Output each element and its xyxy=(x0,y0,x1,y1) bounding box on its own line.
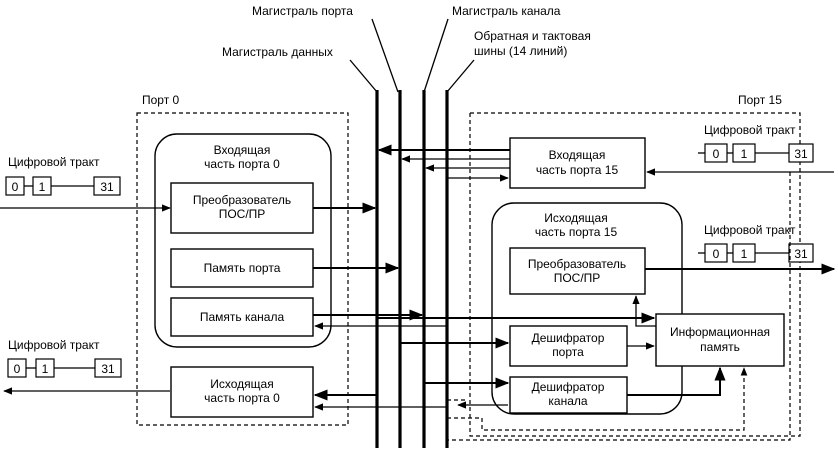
port15-input-tract-cells: 0 1 31 xyxy=(698,143,814,163)
port0-output-part-label-1: Исходящая xyxy=(210,377,273,391)
tract-cell-label: 0 xyxy=(713,147,720,161)
port15-tract-feedback xyxy=(447,172,791,441)
tract-cell-label: 0 xyxy=(14,362,21,376)
port0-output-tract-cells: 0 1 31 xyxy=(7,358,122,378)
port15-channel-decoder-label-2: канала xyxy=(548,394,587,408)
port0-channel-memory-box xyxy=(170,297,314,337)
tract-cell-label: 0 xyxy=(12,180,19,194)
port0-input-tract-cells: 0 1 31 xyxy=(5,176,121,196)
port0-converter-label-2: ПОС/ПР xyxy=(219,207,266,221)
port0-input-part-label-2: часть порта 0 xyxy=(204,157,280,171)
port15-input-tract-label: Цифровой тракт xyxy=(704,123,796,137)
port15-output-part-label-2: часть порта 15 xyxy=(535,225,618,239)
port15-port-decoder-label-1: Дешифратор xyxy=(532,331,605,345)
port0-output-part-label-2: часть порта 0 xyxy=(204,391,280,405)
port15-input-part-label-1: Входящая xyxy=(549,148,606,162)
port0-title: Порт 0 xyxy=(142,93,180,107)
port-bus-leader xyxy=(371,18,399,93)
port0-input-part-frame xyxy=(154,133,332,348)
port15-converter-box xyxy=(509,247,646,295)
tract-cell-label: 31 xyxy=(794,147,808,161)
port15-converter-label-2: ПОС/ПР xyxy=(554,271,601,285)
tract-cell-label: 1 xyxy=(42,362,49,376)
port0-input-tract-label: Цифровой тракт xyxy=(8,155,100,169)
port0-port-memory-box xyxy=(170,248,314,288)
tract-cell-label: 1 xyxy=(741,247,748,261)
port15-channel-decoder-label-1: Дешифратор xyxy=(532,380,605,394)
clock-to-info-memory xyxy=(447,367,748,431)
tract-cell-label: 31 xyxy=(794,247,808,261)
port15-output-tract-cells: 0 1 31 xyxy=(698,243,814,263)
data-bus-leader xyxy=(349,59,378,93)
clock-bus-leader xyxy=(446,59,475,93)
tract-cell-label: 1 xyxy=(39,180,46,194)
port15-output-tract-label: Цифровой тракт xyxy=(704,223,796,237)
port-bus-label: Магистраль порта xyxy=(252,4,353,18)
port0-output-tract-label: Цифровой тракт xyxy=(8,338,100,352)
port0-converter-label-1: Преобразователь xyxy=(193,193,291,207)
port15-port-decoder-box xyxy=(509,325,628,367)
port15-channel-decoder-box xyxy=(509,376,628,414)
tract-cell-label: 31 xyxy=(101,362,115,376)
channel-bus-label: Магистраль канала xyxy=(452,4,561,18)
clock-bus-label-2: шины (14 линий) xyxy=(474,44,567,58)
port15-title: Порт 15 xyxy=(738,93,782,107)
info-memory-to-converter xyxy=(632,295,656,327)
tract-cell-label: 1 xyxy=(741,147,748,161)
port0-input-part-label-1: Входящая xyxy=(214,143,271,157)
data-bus-label: Магистраль данных xyxy=(222,45,333,59)
tract-cell-label: 0 xyxy=(713,247,720,261)
port15-converter-label-1: Преобразователь xyxy=(528,257,626,271)
port15-input-part-box xyxy=(509,137,646,189)
port0-converter-box xyxy=(170,182,314,234)
port15-output-part-frame xyxy=(491,202,683,415)
port15-info-memory-box xyxy=(655,313,785,367)
port15-port-decoder-label-2: порта xyxy=(552,345,584,359)
port0-port-memory-label: Память порта xyxy=(204,261,281,275)
port15-input-part-label-2: часть порта 15 xyxy=(536,163,619,177)
port15-frame xyxy=(469,112,801,437)
port0-output-part-box xyxy=(170,366,314,418)
clock-bus-label-1: Обратная и тактовая xyxy=(474,29,591,43)
port15-info-memory-label-1: Информационная xyxy=(670,325,770,339)
port15-info-memory-label-2: память xyxy=(700,340,740,354)
channel-decoder-to-info-memory xyxy=(627,366,726,396)
port15-output-part-label-1: Исходящая xyxy=(544,211,607,225)
channel-bus-leader xyxy=(423,18,449,93)
port0-channel-memory-label: Память канала xyxy=(200,310,285,324)
tract-cell-label: 31 xyxy=(100,180,114,194)
